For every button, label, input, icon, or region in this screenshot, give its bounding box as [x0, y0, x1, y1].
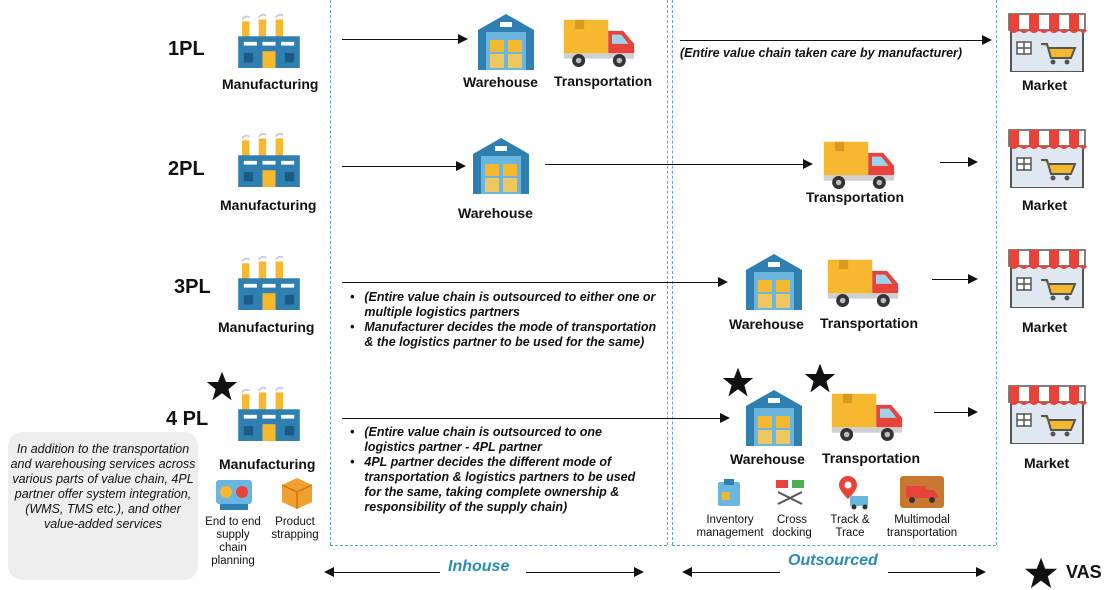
planning-icon: [216, 480, 252, 510]
factory-icon: [236, 385, 302, 441]
service-end-to-end-planning: End to end supply chain planning: [205, 516, 261, 567]
row-4pl-label: 4 PL: [166, 408, 209, 430]
service-inventory-management: Inventory management: [696, 514, 764, 539]
flow-arrow: [342, 277, 728, 287]
row-2pl-label: 2PL: [168, 158, 205, 180]
warehouse-icon: [744, 386, 804, 446]
warehouse-label: Warehouse: [730, 451, 805, 467]
warehouse-label: Warehouse: [729, 316, 804, 332]
bullet-item: •Manufacturer decides the mode of transp…: [350, 320, 657, 349]
service-product-strapping: Product strapping: [271, 516, 319, 541]
warehouse-label: Warehouse: [463, 74, 538, 90]
service-track-trace: Track & Trace: [830, 514, 870, 539]
flow-arrow: [932, 274, 978, 284]
outsourced-label-bg: [780, 550, 888, 581]
track-icon: [839, 476, 868, 510]
factory-icon: [236, 12, 302, 68]
row-1pl-label: 1PL: [168, 38, 205, 60]
market-label: Market: [1022, 77, 1068, 93]
warehouse-icon: [744, 250, 804, 310]
box-icon: [281, 478, 313, 509]
truck-icon: [826, 254, 900, 310]
market-icon: [1005, 126, 1089, 188]
warehouse-label: Warehouse: [458, 205, 533, 221]
side-note: In addition to the transportation and wa…: [8, 432, 198, 580]
transportation-label: Transportation: [806, 189, 905, 205]
row-1pl-note: (Entire value chain taken care by manufa…: [680, 46, 963, 60]
service-cross-docking: Cross docking: [772, 514, 812, 539]
flow-arrow: [680, 35, 992, 45]
market-label: Market: [1022, 197, 1068, 213]
inhouse-bottom-boundary: [330, 545, 667, 546]
bullet-item: •(Entire value chain is outsourced to ei…: [350, 290, 656, 319]
truck-icon: [830, 388, 904, 444]
vas-legend-label: VAS: [1066, 562, 1102, 582]
inhouse-right-boundary: [667, 0, 668, 545]
flow-arrow: [342, 413, 730, 423]
row-3pl-bullets: •(Entire value chain is outsourced to ei…: [350, 290, 665, 350]
truck-icon: [562, 14, 636, 70]
market-icon: [1005, 382, 1089, 444]
transportation-label: Transportation: [820, 315, 919, 331]
clipboard-icon: [718, 479, 740, 506]
manufacturing-label: Manufacturing: [222, 76, 319, 92]
row-4pl-bullets: •(Entire value chain is outsourced to on…: [350, 425, 650, 515]
manufacturing-label: Manufacturing: [220, 197, 317, 213]
outsourced-bottom-boundary: [672, 545, 996, 546]
multimodal-icon: [900, 476, 944, 508]
market-label: Market: [1024, 455, 1070, 471]
warehouse-icon: [476, 10, 536, 70]
transportation-label: Transportation: [822, 450, 921, 466]
row-3pl-label: 3PL: [174, 276, 211, 298]
transportation-label: Transportation: [554, 73, 653, 89]
cross-docking-icon: [776, 480, 804, 505]
inhouse-left-boundary: [330, 0, 331, 545]
truck-icon: [822, 136, 896, 192]
outsourced-left-boundary: [672, 0, 673, 545]
manufacturing-label: Manufacturing: [219, 456, 316, 472]
bullet-item: •4PL partner decides the different mode …: [350, 455, 636, 514]
market-icon: [1005, 10, 1089, 72]
warehouse-icon: [471, 134, 531, 194]
inhouse-zone-label: Inhouse: [448, 558, 510, 575]
manufacturing-label: Manufacturing: [218, 319, 315, 335]
service-multimodal-transportation: Multimodal transportation: [886, 514, 958, 539]
market-label: Market: [1022, 319, 1068, 335]
flow-arrow: [342, 161, 466, 171]
inhouse-label-bg: [440, 558, 526, 580]
factory-icon: [236, 131, 302, 187]
flow-arrow: [545, 159, 813, 169]
bullet-item: •(Entire value chain is outsourced to on…: [350, 425, 602, 454]
market-icon: [1005, 246, 1089, 308]
outsourced-zone-label: Outsourced: [788, 552, 878, 569]
flow-arrow: [342, 34, 468, 44]
vas-star-icon: [1024, 556, 1058, 590]
flow-arrow: [934, 407, 978, 417]
outsourced-right-boundary: [996, 0, 997, 545]
factory-icon: [236, 254, 302, 310]
star-icon: [206, 370, 238, 402]
flow-arrow: [940, 157, 978, 167]
